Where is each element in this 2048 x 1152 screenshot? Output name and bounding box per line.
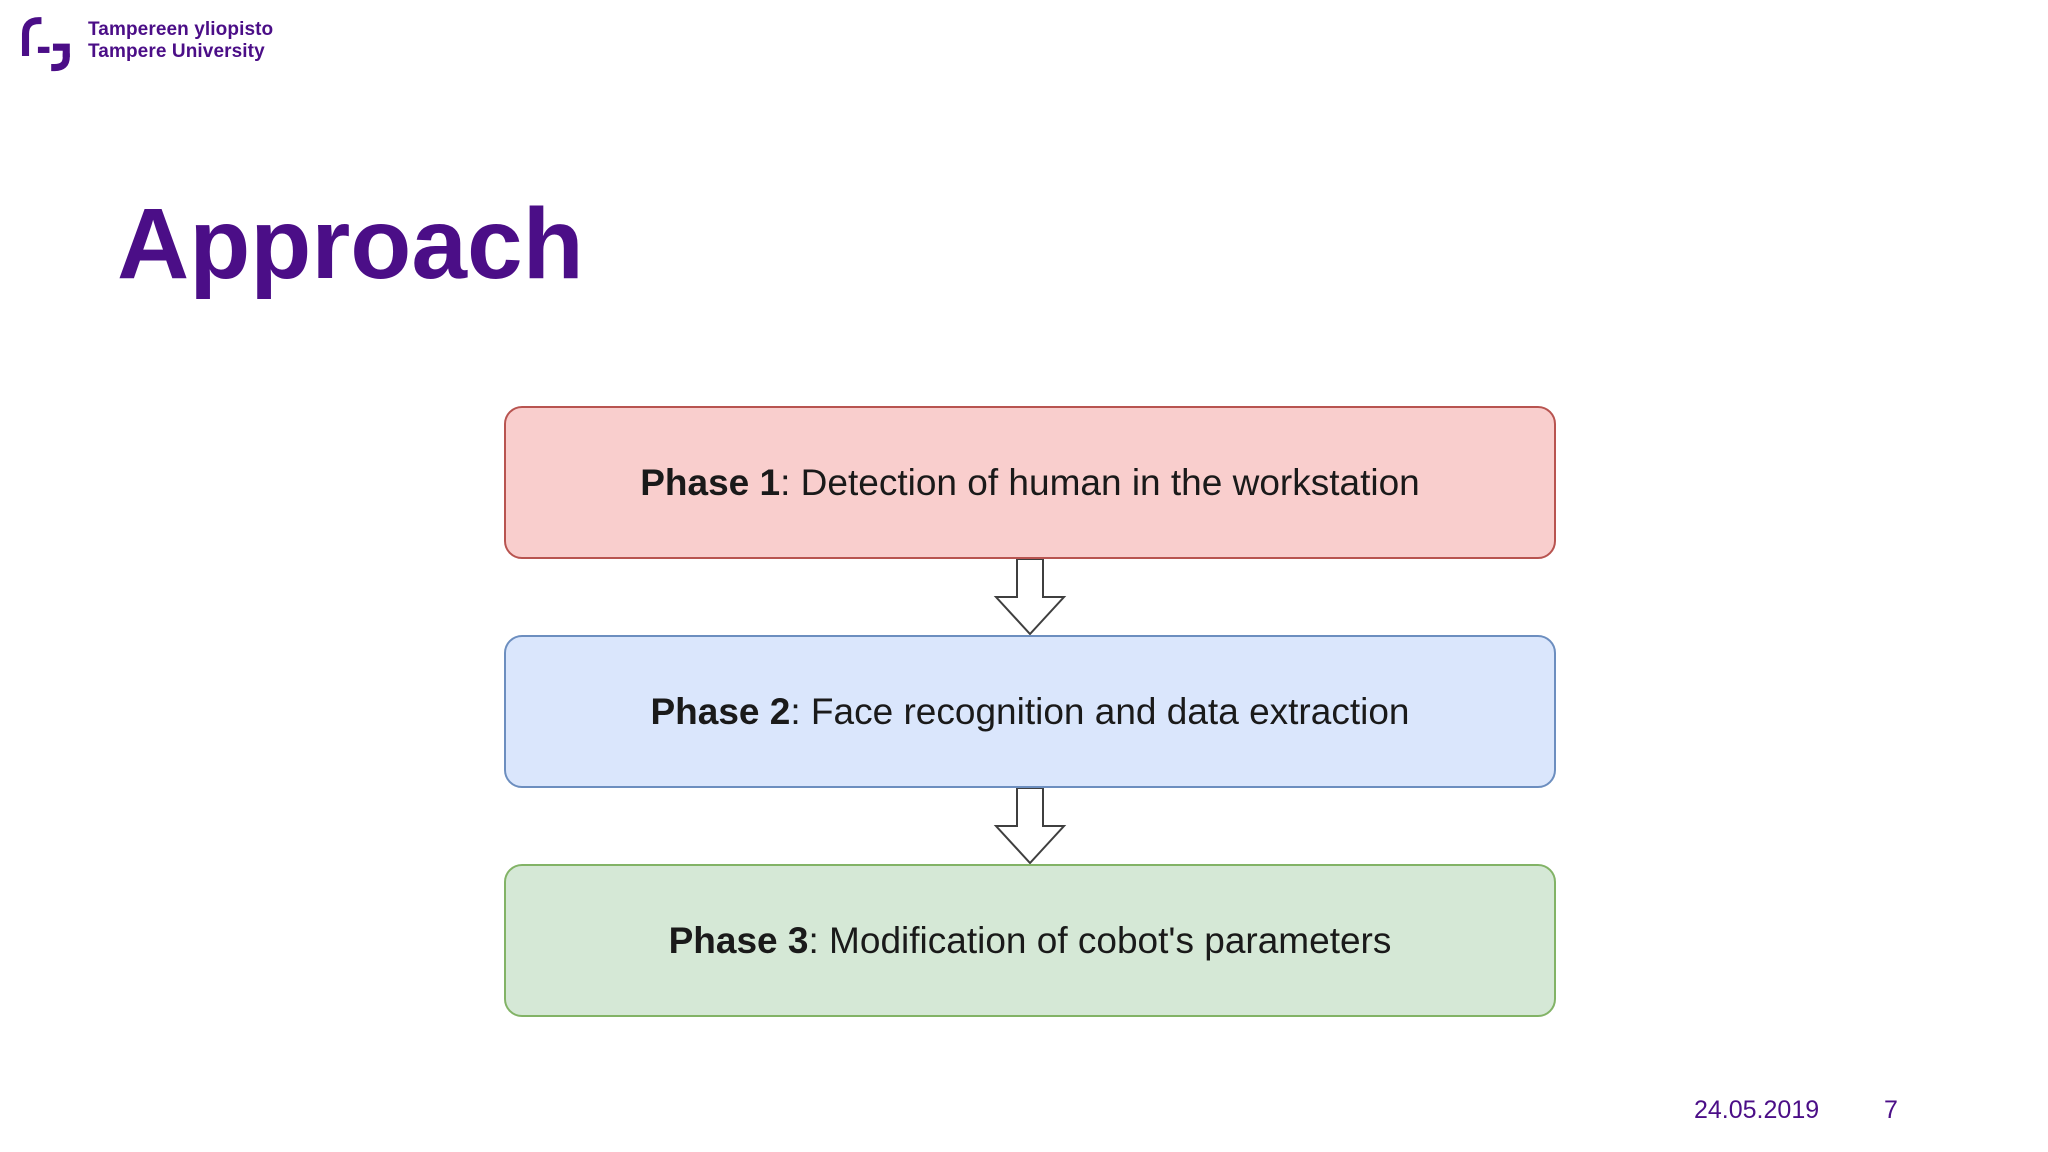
slide-title: Approach bbox=[117, 188, 584, 300]
slide-date: 24.05.2019 bbox=[1694, 1096, 1820, 1124]
phase-2-box: Phase 2: Face recognition and data extra… bbox=[504, 635, 1556, 788]
phase-2-text: : Face recognition and data extraction bbox=[790, 690, 1410, 732]
university-logo-text: Tampereen yliopisto Tampere University bbox=[88, 19, 273, 63]
phase-1-box: Phase 1: Detection of human in the works… bbox=[504, 406, 1556, 559]
phase-1-label: Phase 1 bbox=[640, 461, 781, 503]
university-logo: Tampereen yliopisto Tampere University bbox=[14, 8, 273, 74]
down-arrow-icon bbox=[993, 559, 1067, 635]
logo-text-line1: Tampereen yliopisto bbox=[88, 19, 274, 40]
phase-3-text: : Modification of cobot's parameters bbox=[808, 919, 1392, 961]
down-arrow-icon bbox=[993, 788, 1067, 864]
phase-3-label: Phase 3 bbox=[668, 919, 809, 961]
phase-1-text: : Detection of human in the workstation bbox=[780, 461, 1420, 503]
slide-page-number: 7 bbox=[1884, 1096, 1898, 1124]
phase-2-label: Phase 2 bbox=[650, 690, 791, 732]
tampere-university-logo-icon bbox=[21, 17, 70, 72]
phase-3-box: Phase 3: Modification of cobot's paramet… bbox=[504, 864, 1556, 1017]
phases-flow-diagram: Phase 1: Detection of human in the works… bbox=[504, 406, 1556, 1017]
logo-text-line2: Tampere University bbox=[88, 41, 265, 62]
